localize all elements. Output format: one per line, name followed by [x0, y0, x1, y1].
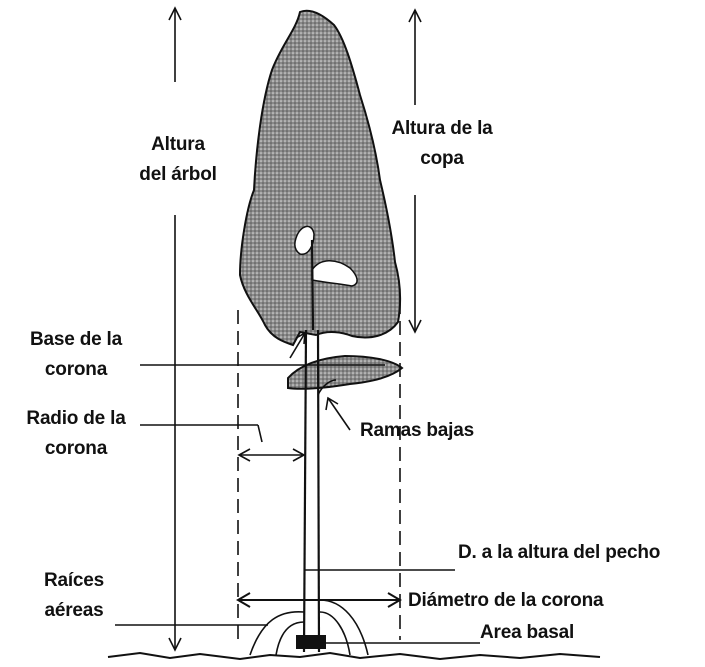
crown-base-label-line1: Base de la [30, 329, 122, 350]
basal-area-label: Area basal [480, 622, 575, 643]
ground-line [107, 651, 601, 661]
crown-height-label-line1: Altura de la [391, 118, 493, 139]
crown-height-arrow [408, 8, 422, 334]
trunk-base [296, 635, 326, 649]
crown-height-label: Altura de la copa [378, 114, 506, 174]
aerial-roots-label: Raíces aéreas [28, 566, 120, 626]
crown-radius-label: Radio de la corona [14, 404, 138, 464]
crown-gap-left [294, 225, 315, 255]
crown-base-label: Base de la corona [18, 325, 134, 385]
crown-base-label-line2: corona [44, 359, 108, 380]
lower-branches-leader [317, 379, 351, 431]
tree-height-label: Altura del árbol [128, 130, 228, 190]
aerial-roots-label-line2: aéreas [44, 600, 104, 621]
crown-diameter-arrow [236, 592, 402, 608]
crown-gap-right [311, 260, 358, 287]
dbh-label: D. a la altura del pecho [458, 542, 661, 563]
tree-crown [238, 9, 402, 347]
crown-base-leader [140, 331, 385, 366]
crown-radius-label-line1: Radio de la [26, 408, 126, 429]
tree-height-label-line2: del árbol [139, 164, 217, 185]
lower-branches-label: Ramas bajas [360, 420, 474, 441]
crown-height-label-line2: copa [420, 148, 464, 169]
crown-radius-arrow [140, 424, 306, 462]
tree-height-label-line1: Altura [151, 134, 205, 155]
tree-height-arrow [168, 6, 182, 652]
crown-radius-label-line2: corona [44, 438, 108, 459]
crown-diameter-label: Diámetro de la corona [408, 590, 604, 611]
trunk [302, 239, 321, 653]
aerial-roots-label-line1: Raíces [43, 570, 105, 591]
